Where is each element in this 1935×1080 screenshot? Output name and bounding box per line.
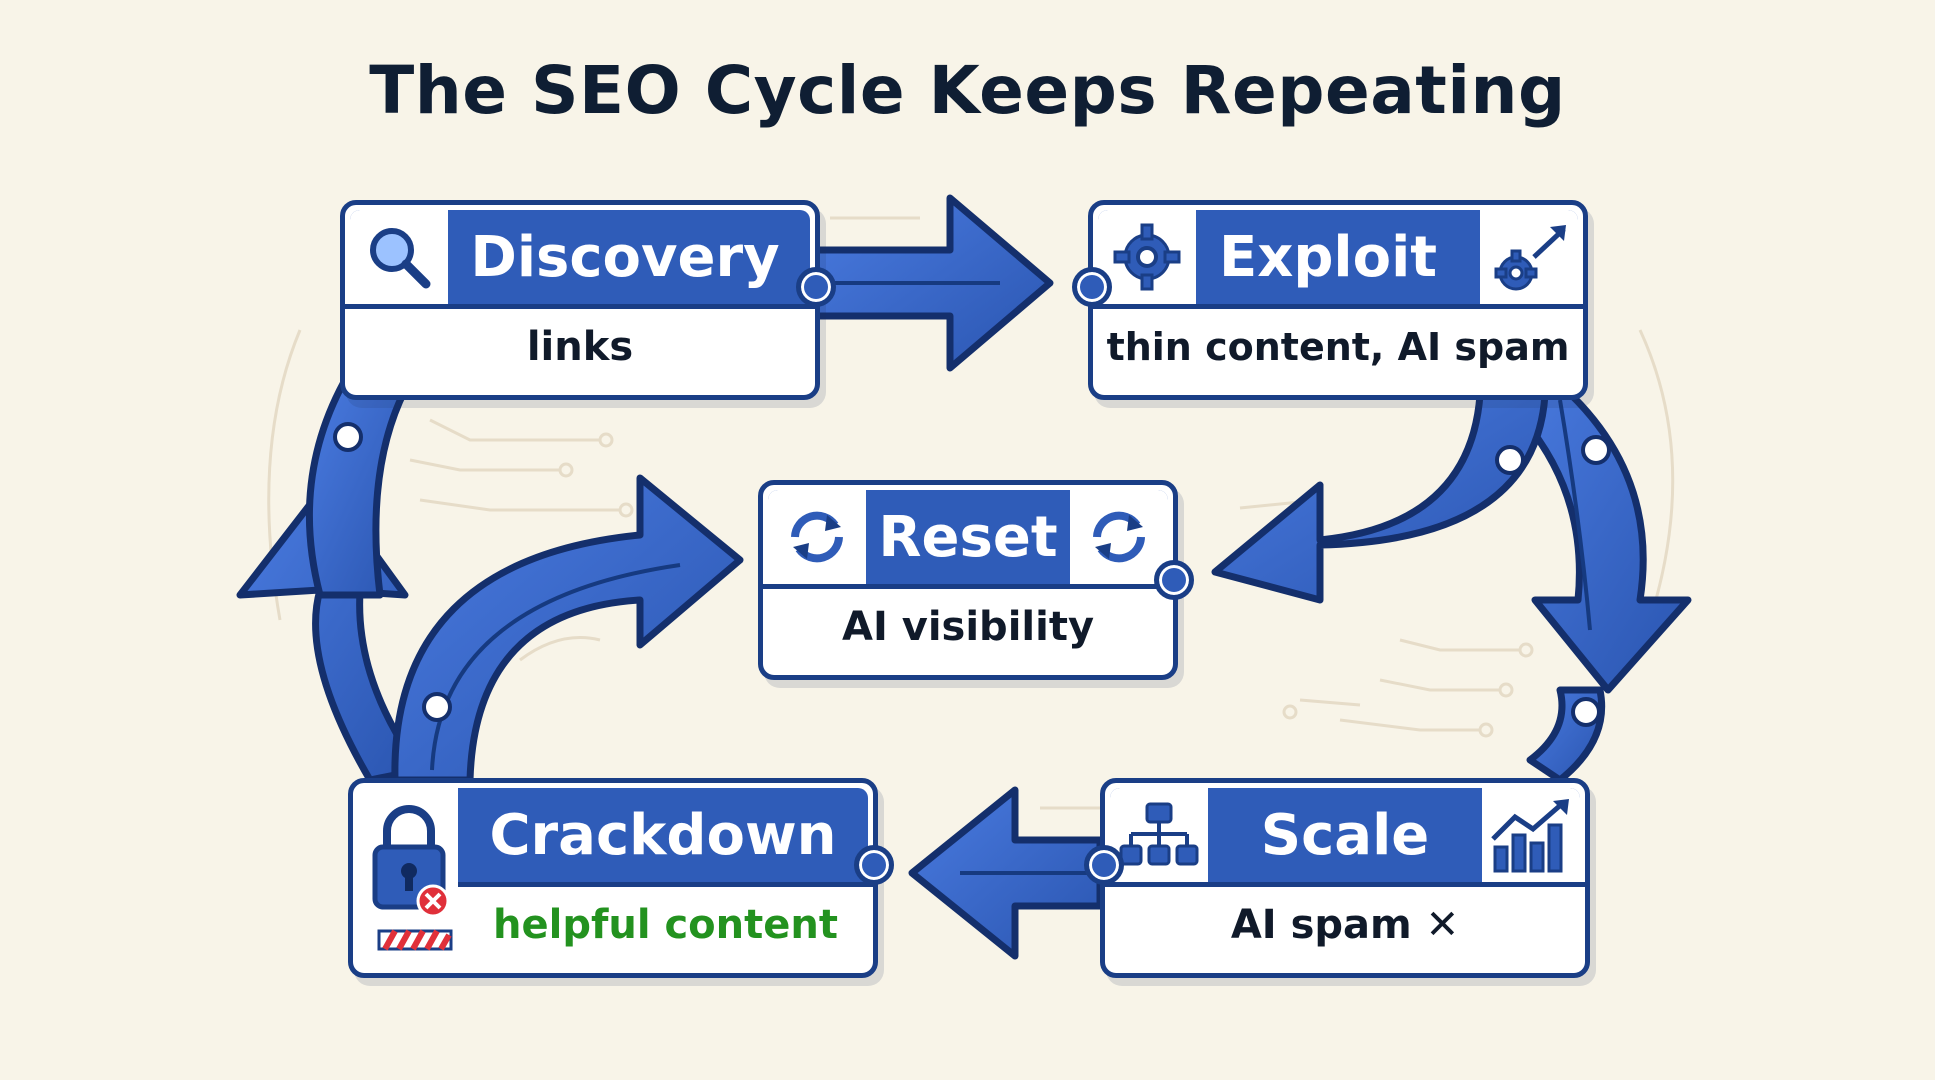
stage-scale-name: Scale bbox=[1260, 802, 1430, 868]
stage-exploit-header: Exploit bbox=[1098, 210, 1578, 304]
stage-scale-detail: AI spam ✕ bbox=[1230, 902, 1460, 948]
arrow-scale-to-crackdown bbox=[908, 786, 1104, 960]
stage-exploit-detail: thin content, AI spam bbox=[1106, 325, 1570, 369]
connector-dot bbox=[1072, 267, 1112, 307]
stage-discovery-detail: links bbox=[526, 324, 634, 370]
stage-exploit-name: Exploit bbox=[1218, 224, 1438, 290]
lock-blocked-icon bbox=[365, 797, 459, 957]
diagram-title: The SEO Cycle Keeps Repeating bbox=[369, 52, 1566, 129]
arrow-discovery-to-exploit bbox=[808, 194, 1054, 372]
stage-exploit: Exploit thin content, AI spam bbox=[1072, 200, 1588, 400]
stage-discovery-header: Discovery bbox=[350, 210, 810, 304]
connector-dot bbox=[796, 267, 836, 307]
stage-reset-name: Reset bbox=[878, 504, 1058, 570]
refresh-icon bbox=[768, 490, 866, 584]
stage-reset: Reset AI visibility bbox=[758, 480, 1194, 680]
arrow-exploit-to-reset bbox=[1211, 391, 1549, 604]
stage-discovery: Discovery links bbox=[340, 200, 836, 400]
hierarchy-icon bbox=[1110, 788, 1208, 882]
stage-scale: Scale AI spam ✕ bbox=[1084, 778, 1590, 978]
stage-reset-header: Reset bbox=[768, 490, 1168, 584]
magnifier-icon bbox=[350, 210, 448, 304]
stage-crackdown-name: Crackdown bbox=[489, 802, 837, 868]
gear-icon bbox=[1098, 210, 1196, 304]
connector-dot bbox=[1154, 560, 1194, 600]
gear-trend-arrow-icon bbox=[1480, 210, 1578, 304]
stage-scale-header: Scale bbox=[1110, 788, 1580, 882]
stage-crackdown: Crackdown helpful content bbox=[348, 778, 894, 978]
stage-discovery-name: Discovery bbox=[470, 224, 780, 290]
arrow-crackdown-to-discovery bbox=[236, 376, 424, 784]
refresh-icon bbox=[1070, 490, 1168, 584]
stage-reset-detail: AI visibility bbox=[841, 604, 1095, 650]
arrow-exploit-to-scale bbox=[1496, 376, 1692, 784]
connector-dot bbox=[1084, 845, 1124, 885]
connector-dot bbox=[854, 845, 894, 885]
stage-crackdown-header: Crackdown bbox=[458, 788, 868, 882]
arrow-crackdown-to-reset bbox=[391, 474, 744, 784]
stage-crackdown-detail: helpful content bbox=[493, 902, 838, 948]
growth-chart-icon bbox=[1482, 788, 1580, 882]
